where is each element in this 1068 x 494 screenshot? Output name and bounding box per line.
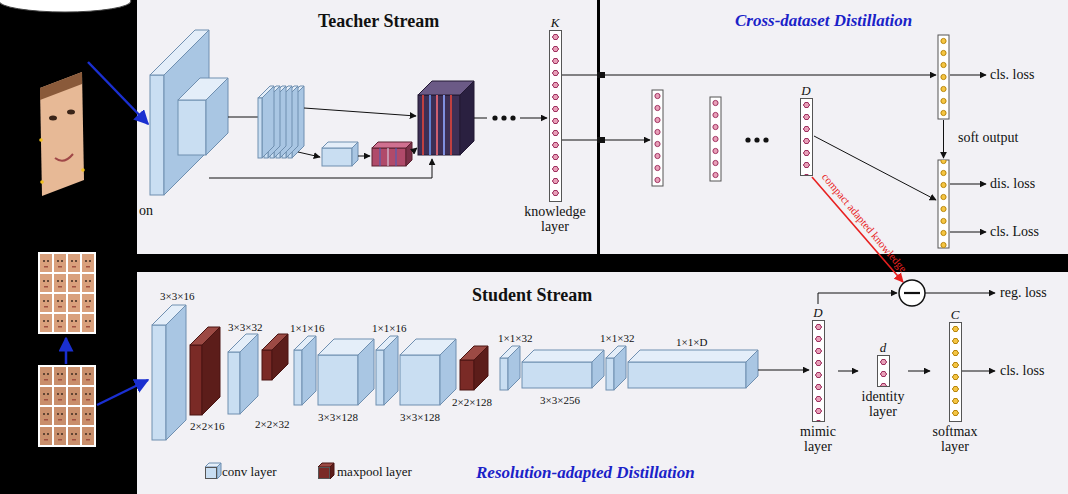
dimension-label: 1×1×16 bbox=[290, 322, 324, 334]
dimension-label: 1×1×D bbox=[676, 336, 707, 348]
vector-bar bbox=[877, 355, 890, 387]
dimension-letter: D bbox=[798, 305, 838, 320]
loss-label: cls. loss bbox=[1000, 363, 1044, 379]
feature-vector: D bbox=[796, 83, 816, 176]
layer-label: knowledge layer bbox=[519, 202, 591, 234]
dimension-label: 3×3×32 bbox=[228, 321, 262, 333]
panel-heading: Cross-dataset Distillation bbox=[735, 10, 912, 32]
vector-bar bbox=[800, 98, 813, 176]
dimension-letter: K bbox=[519, 15, 591, 30]
dimension-label: 3×3×128 bbox=[318, 411, 358, 423]
dimension-label: 3×3×256 bbox=[540, 394, 580, 406]
legend-swatch bbox=[205, 467, 217, 479]
softmax-layer: Csoftmax layer bbox=[930, 307, 980, 454]
loss-label: reg. loss bbox=[1000, 285, 1047, 301]
vector-bar bbox=[549, 30, 562, 202]
legend-text: maxpool layer bbox=[337, 464, 412, 480]
dimension-letter: D bbox=[796, 83, 816, 98]
panel-heading: Student Stream bbox=[472, 284, 592, 306]
legend-text: conv layer bbox=[222, 464, 277, 480]
loss-label: cls. loss bbox=[990, 67, 1034, 83]
loss-label: on bbox=[139, 203, 153, 219]
vector-bar bbox=[949, 322, 962, 422]
connector-arrow bbox=[908, 371, 930, 372]
connector-arrow bbox=[838, 371, 858, 372]
layer-label: softmax layer bbox=[930, 422, 980, 454]
panel: Teacher Stream Kknowledge layer bbox=[137, 0, 597, 254]
dimension-label: 1×1×16 bbox=[372, 322, 406, 334]
identity-layer: d identity layer bbox=[858, 340, 908, 419]
loss-label: dis. loss bbox=[990, 176, 1035, 192]
dimension-label: 3×3×16 bbox=[160, 290, 194, 302]
knowledge-layer: Kknowledge layer bbox=[519, 15, 591, 234]
dimension-label: 2×2×16 bbox=[190, 420, 224, 432]
dimension-label: 1×1×32 bbox=[600, 332, 634, 344]
panel-subheading: Resolution-adapted Distillation bbox=[476, 462, 695, 484]
dimension-label: 3×3×128 bbox=[400, 411, 440, 423]
panel: Cross-dataset DistillationD bbox=[600, 0, 1068, 254]
dimension-label: 2×2×32 bbox=[255, 418, 289, 430]
loss-label: soft output bbox=[958, 130, 1018, 146]
mimic-layer: Dmimic layer bbox=[798, 305, 838, 454]
vector-bar bbox=[812, 320, 825, 422]
dimension-letter: C bbox=[930, 307, 980, 322]
panel: Student StreamResolution-adapted Distill… bbox=[137, 272, 1068, 494]
layer-label: mimic layer bbox=[798, 422, 838, 454]
dimension-letter: d bbox=[858, 340, 908, 355]
dimension-label: 2×2×128 bbox=[452, 396, 492, 408]
legend-swatch bbox=[318, 467, 330, 479]
dimension-label: 1×1×32 bbox=[498, 332, 532, 344]
layer-label: identity layer bbox=[858, 387, 908, 419]
panel-heading: Teacher Stream bbox=[318, 10, 439, 32]
loss-label: cls. Loss bbox=[990, 224, 1039, 240]
